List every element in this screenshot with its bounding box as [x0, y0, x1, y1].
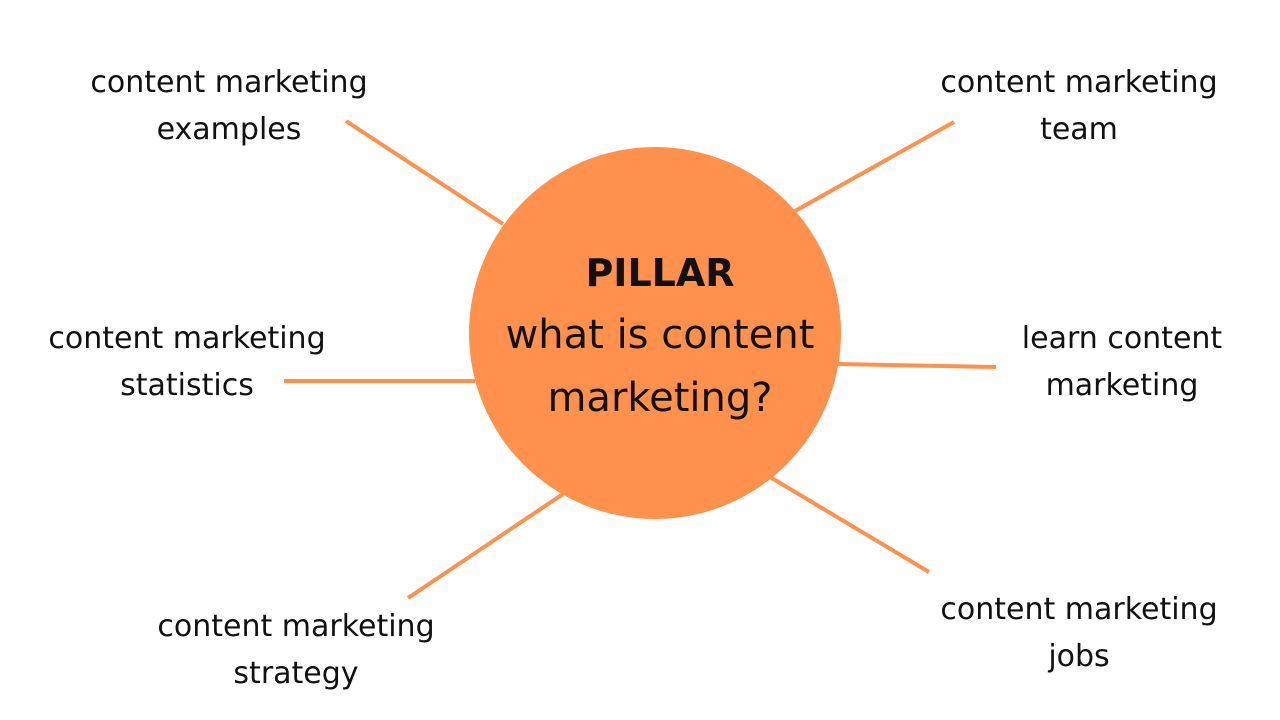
spoke-team [794, 120, 955, 213]
pillar-topic-line-1: what is content [506, 312, 815, 358]
node-team-line-1: content marketing [940, 65, 1217, 100]
spoke-examples [344, 119, 505, 226]
spoke-strategy [406, 492, 565, 600]
node-team-line-2: team [1040, 112, 1118, 147]
node-examples-line-2: examples [157, 112, 302, 147]
node-statistics-line-2: statistics [120, 368, 254, 403]
node-statistics-line-1: content marketing [48, 321, 325, 356]
node-strategy-line-2: strategy [233, 656, 358, 691]
node-learn-line-1: learn content [1022, 321, 1223, 356]
spoke-learn [837, 362, 997, 369]
pillar-circle [469, 147, 841, 519]
node-jobs-line-2: jobs [1047, 639, 1109, 674]
spoke-jobs [768, 475, 931, 574]
node-jobs-line-1: content marketing [940, 592, 1217, 627]
pillar-topic-line-2: marketing? [547, 375, 772, 421]
node-examples-line-1: content marketing [90, 65, 367, 100]
pillar-title: PILLAR [585, 251, 734, 295]
node-learn-line-2: marketing [1046, 368, 1199, 403]
node-strategy-line-1: content marketing [157, 609, 434, 644]
